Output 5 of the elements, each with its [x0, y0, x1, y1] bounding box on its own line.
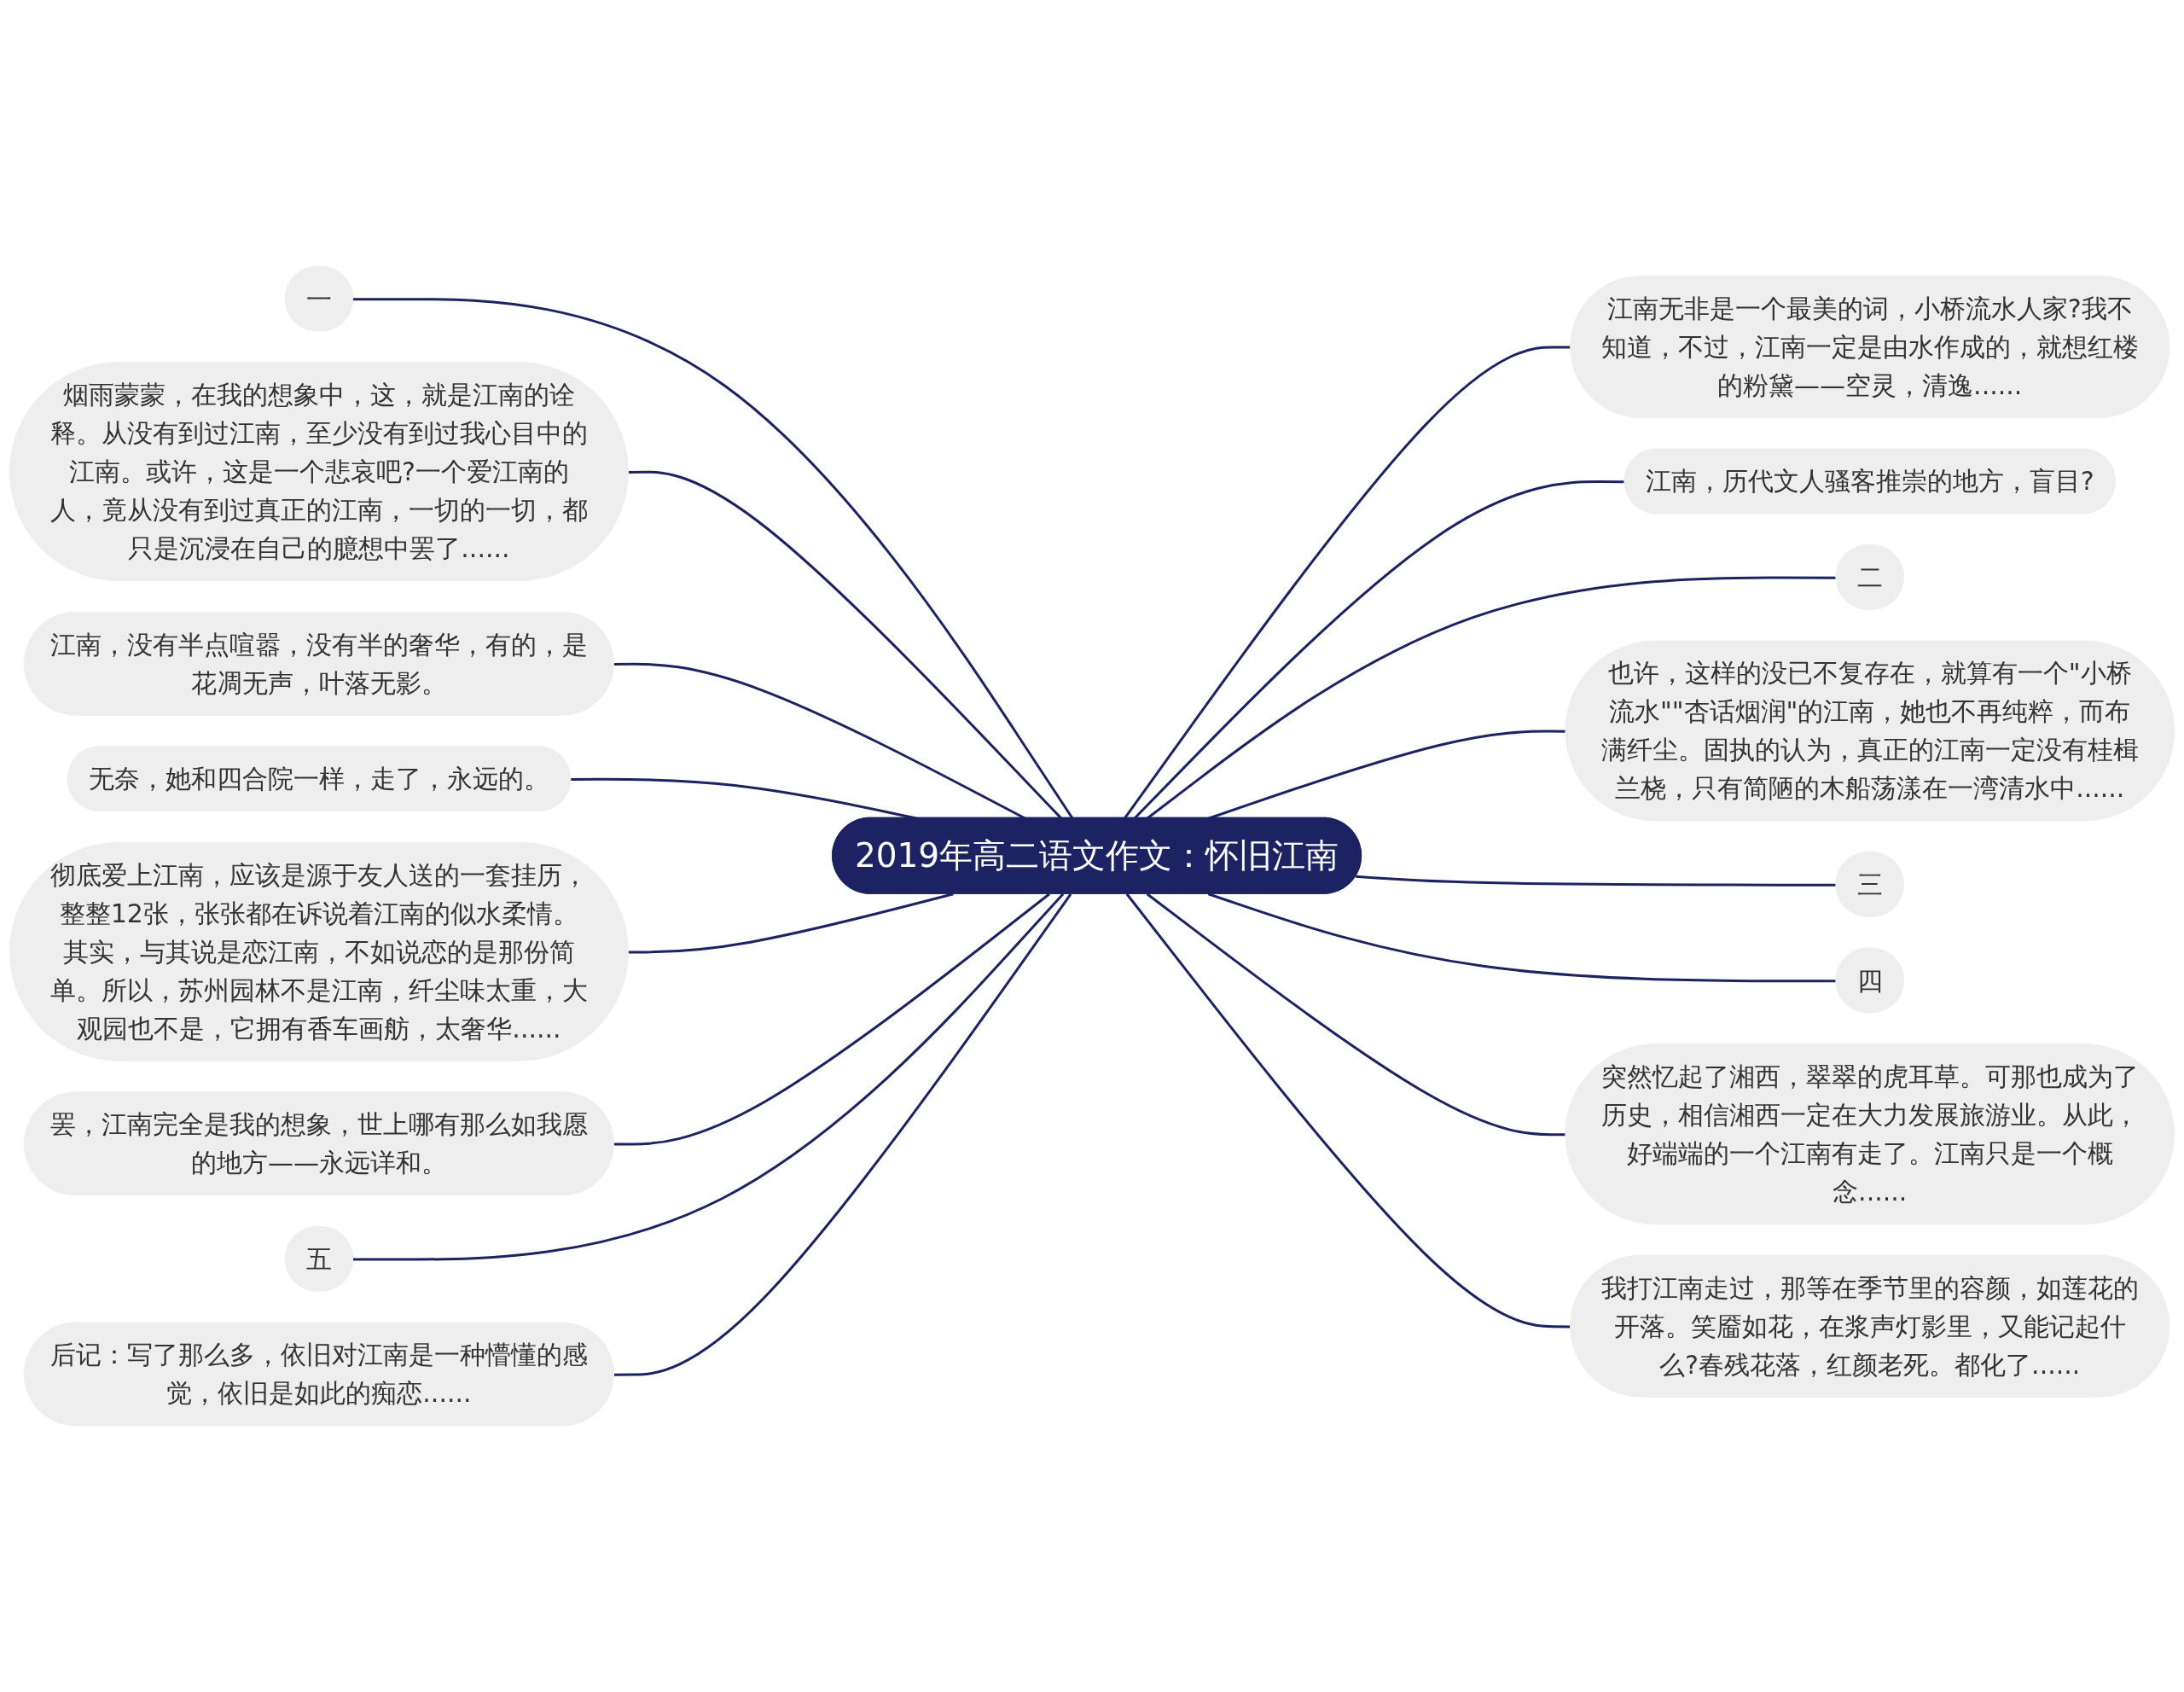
connector — [1125, 893, 1571, 1329]
connector — [628, 893, 954, 954]
connector — [353, 893, 1065, 1261]
connector — [613, 893, 1072, 1376]
connector — [613, 893, 1050, 1146]
